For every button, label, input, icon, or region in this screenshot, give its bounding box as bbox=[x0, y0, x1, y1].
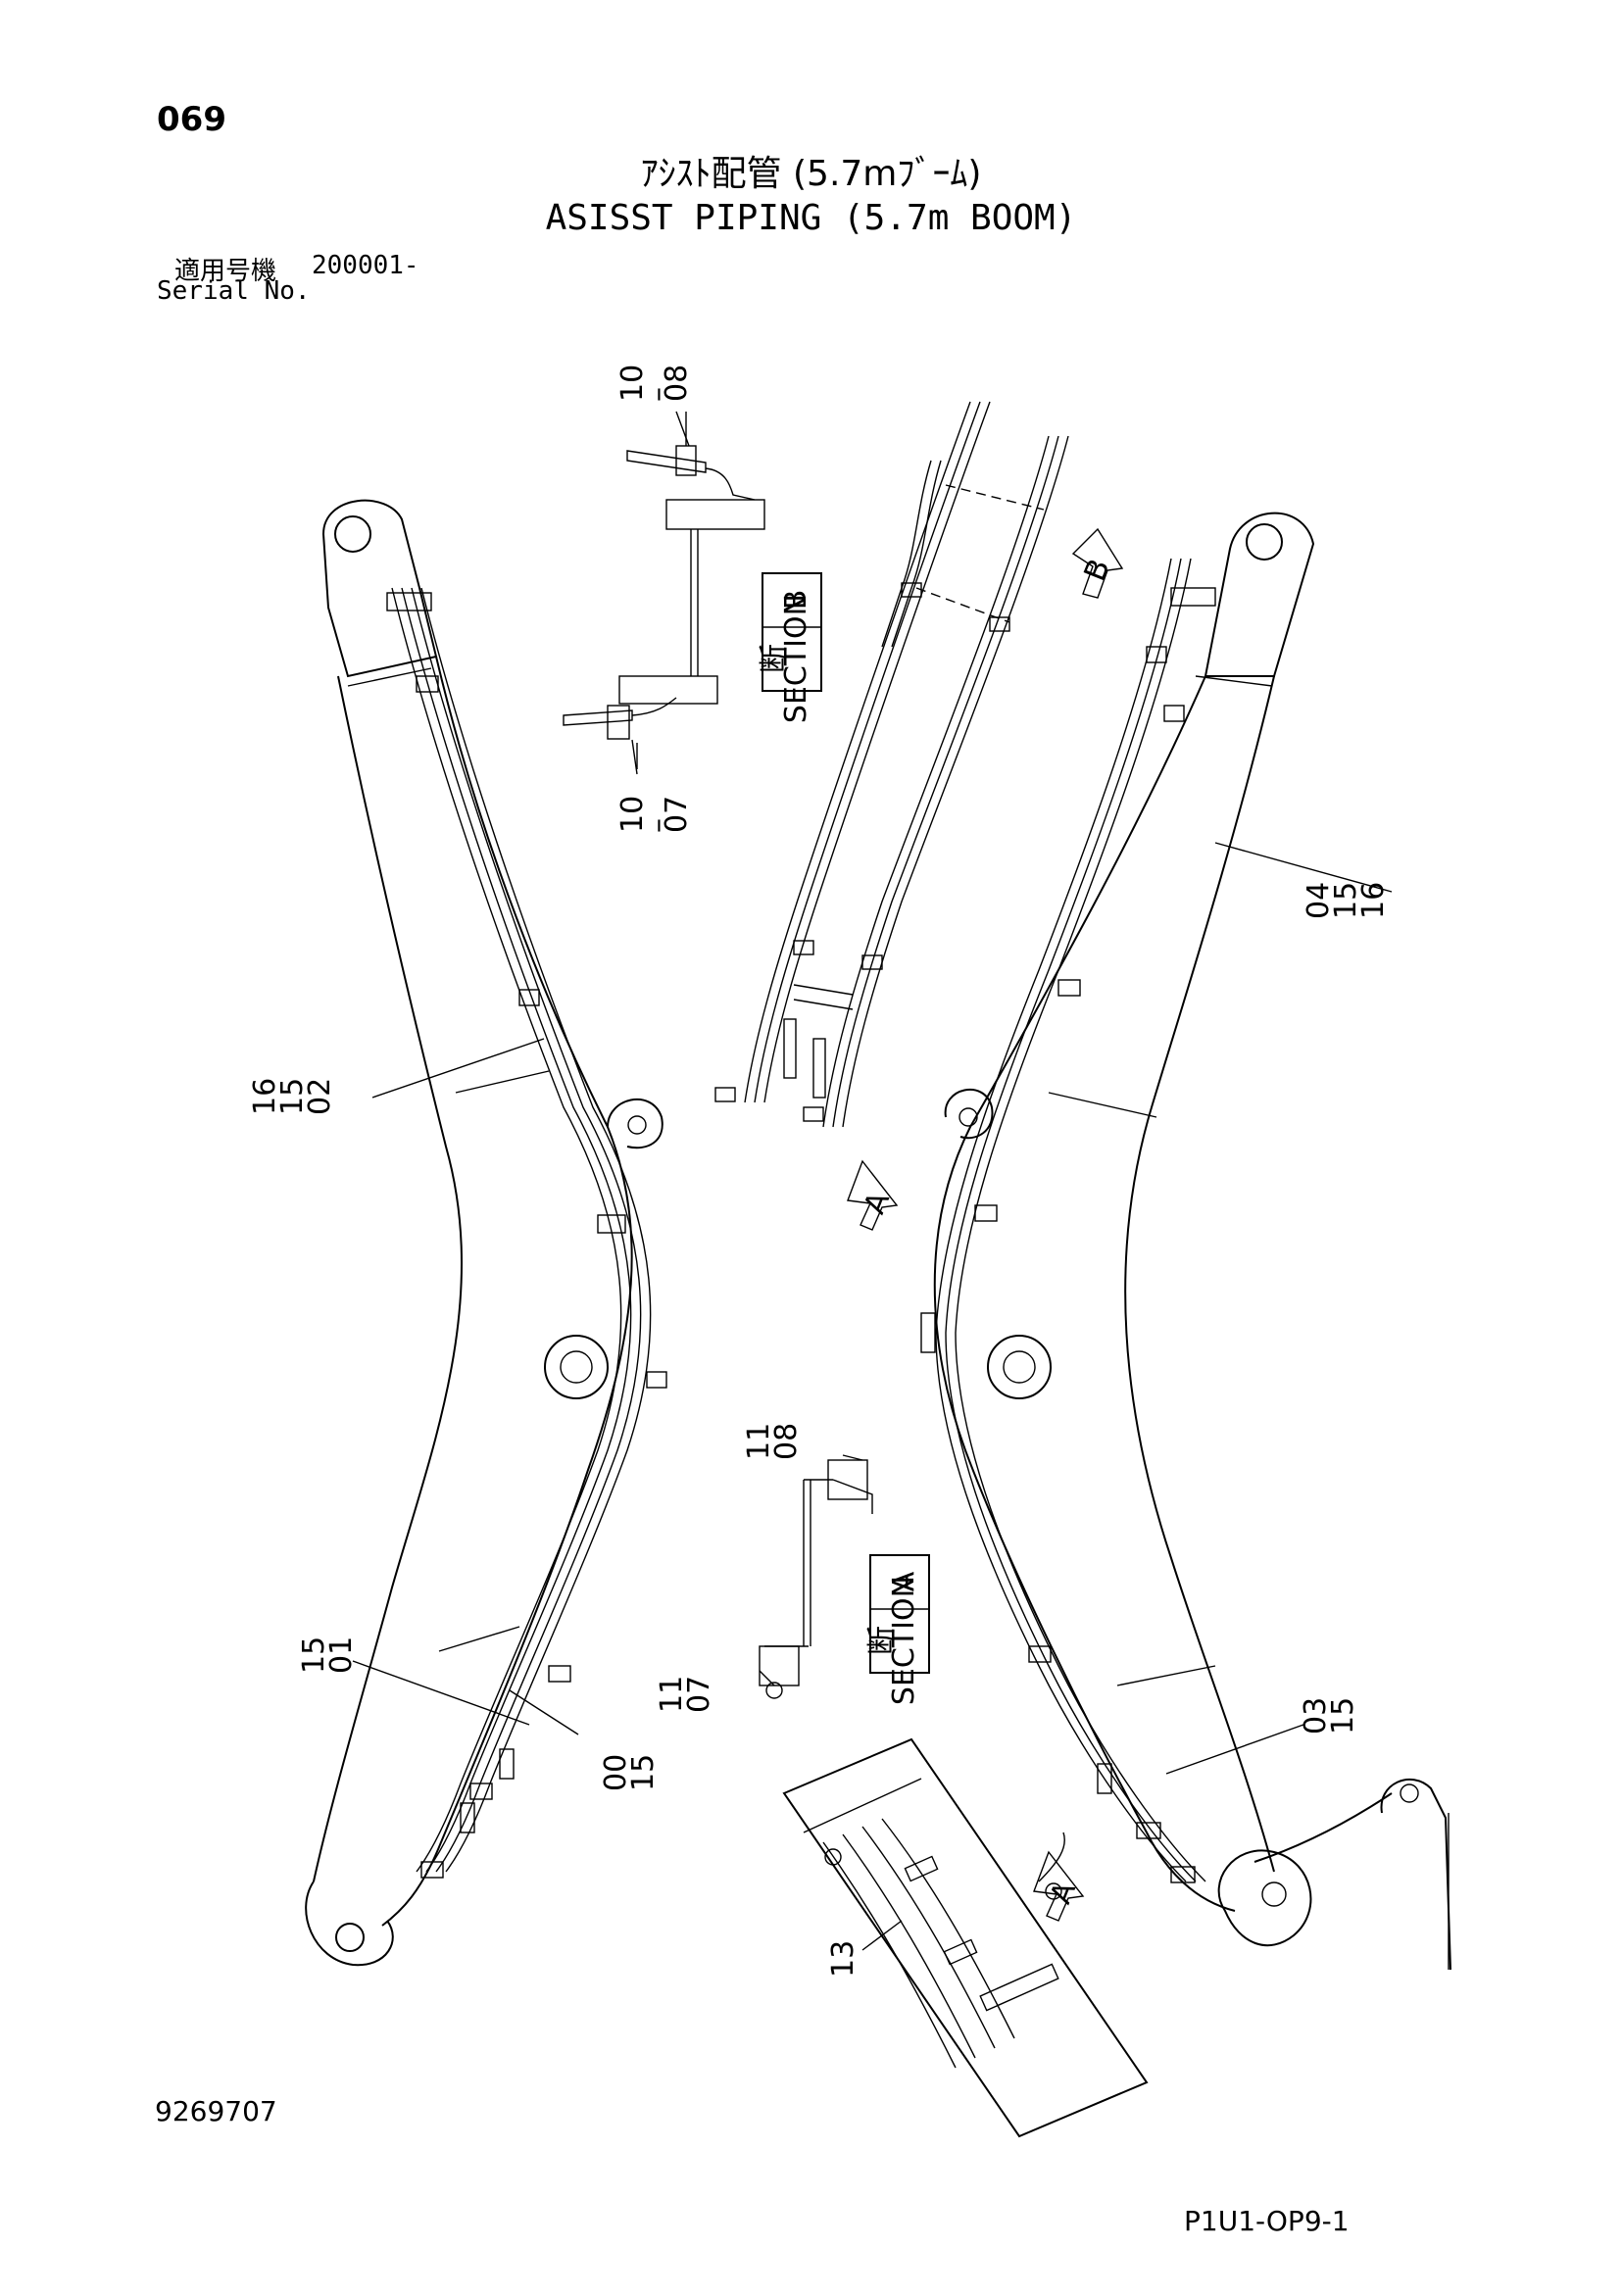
callout-11-07-b: 07 bbox=[682, 1676, 716, 1713]
section-b-detail bbox=[563, 412, 765, 769]
section-a-detail bbox=[759, 1459, 873, 1699]
callout-10-08: 10 – 08 bbox=[615, 365, 694, 402]
left-boom bbox=[305, 499, 667, 1967]
upper-middle-piping bbox=[714, 401, 1069, 1128]
callout-04-15-16-c: 16 bbox=[1356, 882, 1391, 919]
callout-04-15-16: 04 15 16 bbox=[1302, 882, 1391, 919]
callout-15-01: 15 01 bbox=[297, 1637, 359, 1674]
sheet-code: P1U1-OP9-1 bbox=[1184, 2205, 1350, 2237]
section-b-word: SECTION bbox=[779, 594, 813, 723]
callout-16-15-02-a: 16 bbox=[248, 1078, 282, 1115]
section-a-word: SECTION bbox=[887, 1576, 921, 1705]
callout-dash: – bbox=[641, 818, 675, 833]
serial-label-english: Serial No. bbox=[157, 276, 311, 306]
callout-10-07-b: 07 bbox=[660, 796, 694, 833]
section-a-letter: A bbox=[887, 1571, 921, 1591]
view-arrow-a-lower: A bbox=[1033, 1850, 1085, 1922]
callout-04-15-16-a: 04 bbox=[1302, 882, 1336, 919]
callout-10-07: 10 – 07 bbox=[615, 796, 694, 833]
view-arrow-b-label: B bbox=[1078, 555, 1117, 586]
callout-10-08-b: 08 bbox=[660, 365, 694, 402]
callout-11-08-a: 11 bbox=[742, 1423, 776, 1460]
serial-value: 200001- bbox=[312, 251, 419, 280]
serial-label-japanese: 適用号機 bbox=[174, 257, 277, 286]
leader-lines bbox=[352, 411, 1393, 1951]
callout-13-a: 13 bbox=[826, 1940, 860, 1978]
callout-10-07-a: 10 bbox=[615, 796, 650, 833]
lower-middle-detail bbox=[782, 1737, 1149, 2138]
title-japanese: ｱｼｽﾄ配管 (5.7mﾌﾞｰﾑ) bbox=[640, 154, 982, 194]
callout-00-15-b: 15 bbox=[626, 1754, 661, 1791]
section-b-kanji: 断 bbox=[758, 644, 792, 673]
section-b-letter: B bbox=[779, 590, 813, 611]
callout-11-08-b: 08 bbox=[769, 1423, 804, 1460]
callout-16-15-02: 16 15 02 bbox=[248, 1078, 337, 1115]
callout-03-15-b: 15 bbox=[1326, 1697, 1360, 1734]
callout-11-07: 11 07 bbox=[655, 1676, 716, 1713]
callout-04-15-16-b: 15 bbox=[1329, 882, 1363, 919]
callout-00-15: 00 15 bbox=[599, 1754, 661, 1791]
callout-13: 13 bbox=[826, 1940, 860, 1978]
callout-11-07-a: 11 bbox=[655, 1676, 689, 1713]
section-a-kanji: 断 bbox=[865, 1626, 900, 1655]
callout-10-08-a: 10 bbox=[615, 365, 650, 402]
view-arrow-a-upper: A bbox=[847, 1159, 899, 1231]
view-arrow-b: B bbox=[1071, 527, 1124, 599]
callout-00-15-a: 00 bbox=[599, 1754, 633, 1791]
callout-dash: – bbox=[641, 387, 675, 402]
callout-03-15: 03 15 bbox=[1299, 1697, 1360, 1734]
section-a-box: A 断 SECTION bbox=[865, 1554, 930, 1705]
drawing-number: 9269707 bbox=[155, 2095, 277, 2127]
callout-16-15-02-c: 02 bbox=[303, 1078, 337, 1115]
right-boom bbox=[920, 512, 1451, 1971]
section-b-box: B 断 SECTION bbox=[758, 572, 822, 723]
view-arrow-a-upper-label: A bbox=[858, 1187, 897, 1219]
page-number: 069 bbox=[157, 100, 226, 139]
view-arrow-a-lower-label: A bbox=[1044, 1877, 1083, 1909]
callout-15-01-a: 15 bbox=[297, 1637, 331, 1674]
callout-11-08: 11 08 bbox=[742, 1423, 804, 1460]
callout-16-15-02-b: 15 bbox=[275, 1078, 310, 1115]
callout-15-01-b: 01 bbox=[324, 1637, 359, 1674]
callout-03-15-a: 03 bbox=[1299, 1697, 1333, 1734]
title-english: ASISST PIPING (5.7m BOOM) bbox=[545, 198, 1077, 238]
